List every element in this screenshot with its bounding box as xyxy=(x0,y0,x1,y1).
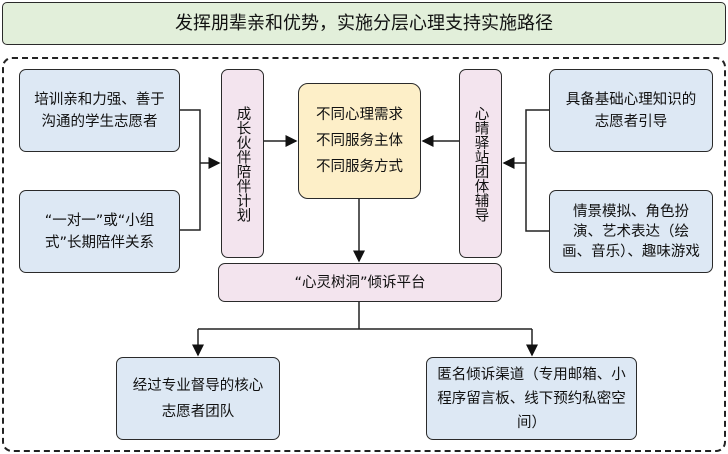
platform-box: “心灵树洞”倾诉平台 xyxy=(218,263,502,302)
bottom-right-box: 匿名倾诉渠道（专用邮箱、小程序留言板、线下预约私密空间） xyxy=(426,357,637,440)
right-top-box: 具备基础心理知识的志愿者引导 xyxy=(549,69,713,152)
left-top-box: 培训亲和力强、善于沟通的学生志愿者 xyxy=(19,69,180,152)
left-bracket xyxy=(180,109,201,231)
center-line-2: 不同服务主体 xyxy=(316,133,403,149)
left-bottom-box: “一对一”或“小组式”长期陪伴关系 xyxy=(19,190,180,273)
diagram-title: 发挥朋辈亲和优势，实施分层心理支持实施路径 xyxy=(2,2,726,45)
growth-partner-plan: 成长伙伴陪伴计划 xyxy=(221,69,264,258)
right-bracket xyxy=(525,109,549,232)
platform-split xyxy=(198,302,532,330)
center-box: 不同心理需求 不同服务主体 不同服务方式 xyxy=(298,83,421,199)
bottom-left-box: 经过专业督导的核心志愿者团队 xyxy=(116,357,280,440)
center-line-1: 不同心理需求 xyxy=(316,107,403,123)
right-bottom-box: 情景模拟、角色扮演、艺术表达（绘画、音乐）、趣味游戏 xyxy=(549,190,713,273)
center-line-3: 不同服务方式 xyxy=(316,159,403,175)
dashed-container xyxy=(2,57,726,452)
group-counseling-station: 心晴驿站团体辅导 xyxy=(459,69,502,258)
